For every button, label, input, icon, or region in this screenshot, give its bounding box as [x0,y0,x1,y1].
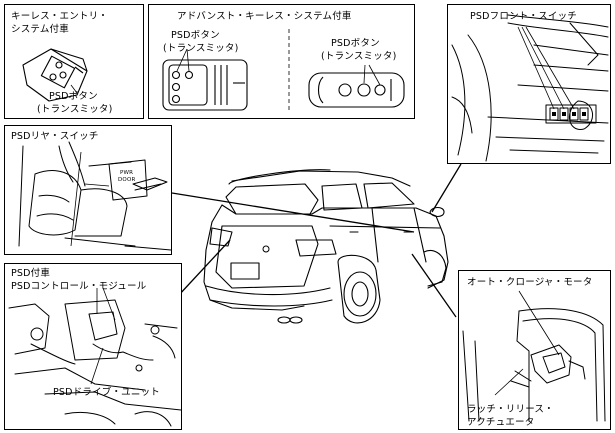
advanced-keyless-title: アドバンスト・キーレス・システム付車 [177,11,352,22]
dashboard-illustration [448,5,611,164]
advanced-keyless-panel: アドバンスト・キーレス・システム付車 PSDボタン (トランスミッタ) PSDボ… [148,4,415,119]
keyless-entry-panel: キーレス・エントリ・ システム付車 PSDボタン (トランスミッタ) [4,4,144,119]
control-module-panel: PSD付車 PSDコントロール・モジュール PSDドライブ・ユニット [4,263,182,430]
keyless-transmitter-label: (トランスミッタ) [37,104,113,115]
door-mechanism-illustration [459,271,611,430]
control-module-illustration [5,264,182,430]
advanced-right-transmitter-label: (トランスミッタ) [321,51,397,62]
front-switch-title: PSDフロント・スイッチ [470,11,577,22]
control-module-title-line1: PSD付車 [11,268,51,279]
keyless-title-line1: キーレス・エントリ・ [11,11,109,22]
drive-unit-label: PSDドライブ・ユニット [53,387,160,398]
control-module-title-line2: PSDコントロール・モジュール [11,281,147,292]
advanced-right-psd-button-label: PSDボタン [331,38,380,49]
rear-switch-text-pwr: PWR [120,170,134,176]
key-fob-illustration [5,5,144,119]
keyless-psd-button-label: PSDボタン [49,91,98,102]
rear-switch-title: PSDリヤ・スイッチ [11,131,99,142]
rear-switch-panel: PSDリヤ・スイッチ PWR DOOR [4,125,172,255]
rear-seat-illustration [5,126,172,255]
front-switch-panel: PSDフロント・スイッチ [447,4,611,164]
advanced-left-psd-button-label: PSDボタン [171,30,220,41]
auto-closure-title: オート・クロージャ・モータ [467,277,593,288]
auto-closure-panel: オート・クロージャ・モータ ラッチ・リリース・ アクチュエータ [458,270,611,430]
rear-switch-text-door: DOOR [118,177,136,183]
latch-release-label-line1: ラッチ・リリース・ [467,404,554,415]
latch-release-label-line2: アクチュエータ [467,417,535,428]
advanced-left-transmitter-label: (トランスミッタ) [163,43,239,54]
keyless-title-line2: システム付車 [11,24,69,35]
advanced-fob-illustration [149,5,415,119]
